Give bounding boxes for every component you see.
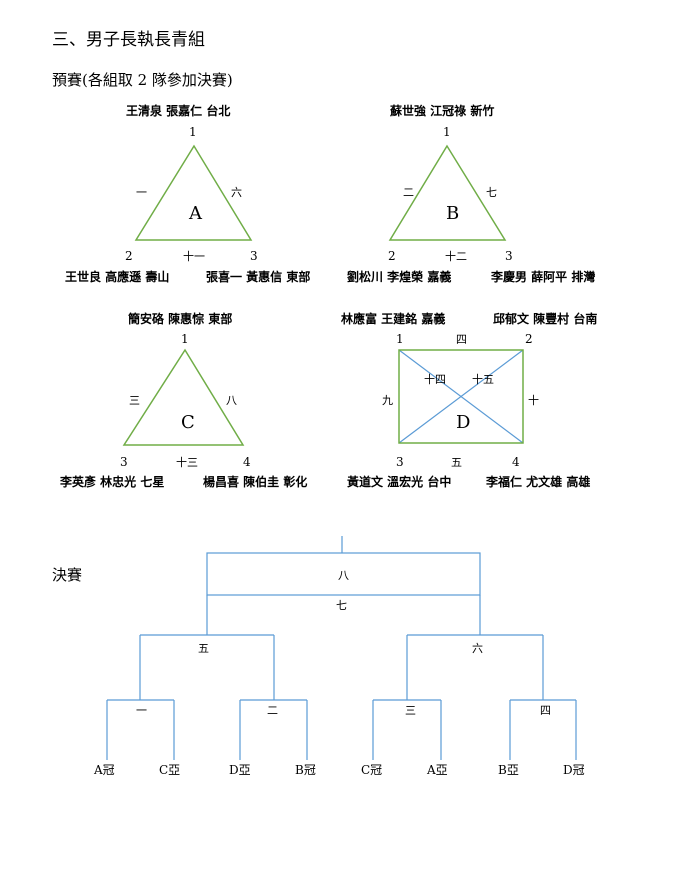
group-d-square (398, 349, 524, 444)
semi-game-left: 五 (198, 642, 209, 655)
group-a-game-right: 六 (231, 186, 242, 199)
group-c-pos-2: 3 (120, 455, 128, 469)
group-d-pos-4: 4 (512, 455, 520, 469)
group-c-pos-3: 4 (243, 455, 251, 469)
group-a-game-bottom: 十一 (183, 250, 205, 263)
group-a-game-left: 一 (136, 186, 147, 199)
group-d-pos-3: 3 (396, 455, 404, 469)
final-slot-4: B冠 (295, 763, 316, 777)
final-slot-6: A亞 (427, 763, 448, 777)
group-a-team-1: 王清泉 張嘉仁 台北 (126, 104, 231, 118)
group-a-pos-1: 1 (189, 125, 197, 139)
group-c-game-right: 八 (226, 394, 237, 407)
group-d-pos-1: 1 (396, 332, 404, 346)
group-d-game-left: 九 (382, 394, 393, 407)
semi-game-right: 六 (472, 642, 483, 655)
final-title: 決賽 (52, 566, 83, 584)
group-a-pos-2: 2 (125, 249, 133, 263)
group-c-game-bottom: 十三 (176, 456, 198, 469)
group-b-pos-1: 1 (443, 125, 451, 139)
group-b-team-1: 蘇世強 江冠祿 新竹 (390, 104, 495, 118)
group-b-game-left: 二 (403, 186, 414, 199)
group-d-game-top: 四 (456, 333, 467, 346)
group-c-game-left: 三 (129, 394, 140, 407)
group-d-game-diag-2: 十五 (472, 373, 494, 386)
final-slot-2: C亞 (159, 763, 181, 777)
group-c-team-1: 簡安硌 陳惠悰 東部 (128, 312, 233, 326)
quarter-game-1: 一 (136, 704, 147, 717)
group-d-label: D (456, 412, 471, 433)
group-d-team-3: 黃道文 溫宏光 台中 (347, 475, 452, 489)
final-game-upper: 八 (338, 569, 349, 582)
group-d-game-bottom: 五 (451, 456, 462, 469)
group-c-team-3: 楊昌喜 陳伯圭 彰化 (203, 475, 308, 489)
group-a-triangle (134, 144, 253, 241)
group-b-pos-2: 2 (388, 249, 396, 263)
prelim-title: 預賽(各組取 2 隊參加決賽) (52, 71, 233, 89)
group-b-game-right: 七 (486, 186, 497, 199)
group-b-game-bottom: 十二 (445, 250, 467, 263)
group-c-team-2: 李英彥 林忠光 七星 (60, 475, 165, 489)
final-game-lower: 七 (336, 599, 347, 612)
group-d-team-1: 林應富 王建銘 嘉義 (341, 312, 446, 326)
group-d-diagonal-2 (398, 349, 524, 444)
group-d-game-right: 十 (528, 394, 539, 407)
group-a-team-2: 王世良 高應遜 壽山 (65, 270, 170, 284)
final-slot-3: D亞 (229, 763, 251, 777)
group-a-team-3: 張喜一 黃惠信 東部 (206, 270, 311, 284)
final-slot-1: A冠 (94, 763, 115, 777)
quarter-game-3: 三 (405, 704, 416, 717)
final-slot-7: B亞 (498, 763, 519, 777)
group-b-label: B (446, 203, 460, 224)
group-b-triangle (388, 144, 507, 241)
section-title: 三、男子長執長青組 (52, 30, 205, 50)
group-d-game-diag-1: 十四 (424, 373, 446, 386)
group-d-team-4: 李福仁 尤文雄 高雄 (486, 475, 591, 489)
group-b-team-2: 劉松川 李煌榮 嘉義 (347, 270, 452, 284)
group-a-label: A (189, 203, 202, 224)
group-d-team-2: 邱郁文 陳豐村 台南 (493, 312, 598, 326)
quarter-game-2: 二 (267, 704, 278, 717)
quarter-game-4: 四 (540, 704, 551, 717)
group-d-pos-2: 2 (525, 332, 533, 346)
final-bracket (106, 536, 577, 760)
group-b-pos-3: 3 (505, 249, 513, 263)
group-c-pos-1: 1 (181, 332, 189, 346)
group-b-team-3: 李慶男 薛阿平 排灣 (491, 270, 596, 284)
final-slot-5: C冠 (361, 763, 383, 777)
group-a-pos-3: 3 (250, 249, 258, 263)
group-c-label: C (181, 412, 195, 433)
final-slot-8: D冠 (563, 763, 585, 777)
group-c-triangle (122, 348, 245, 446)
